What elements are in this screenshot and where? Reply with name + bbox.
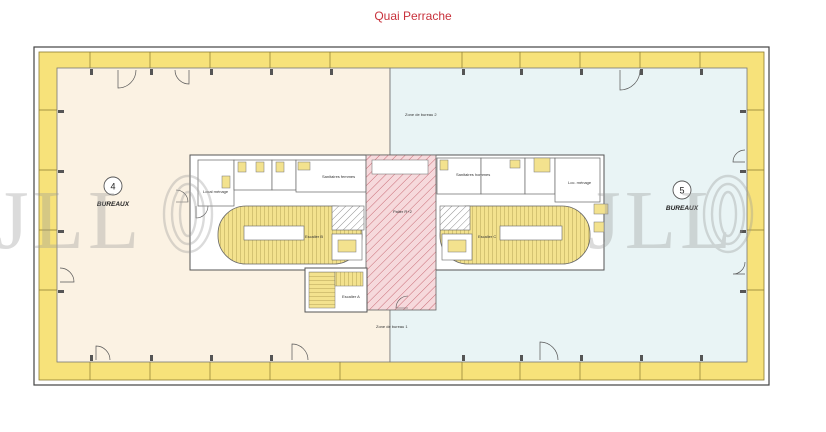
zone-left-number: 4 — [110, 182, 115, 192]
watermark-seal-left — [162, 174, 214, 254]
watermark-seal-right — [702, 174, 754, 254]
street-label: Quai Perrache — [374, 9, 452, 23]
window-marks — [58, 69, 746, 361]
watermark: JLL JLL — [0, 174, 754, 267]
label-sanitaires-right: Sanitaires hommes — [456, 172, 490, 177]
label-zone-bureau-1: Zone de bureau 1 — [376, 324, 408, 329]
label-local-menage-right: Loc. ménage — [568, 180, 592, 185]
label-zone-bureau-2: Zone de bureau 2 — [405, 112, 437, 117]
label-sanitaires-left: Sanitaires femmes — [322, 174, 355, 179]
zone-left-badge — [103, 176, 123, 196]
label-escalier-a: Escalier A — [342, 294, 360, 299]
label-escalier-c: Escalier C — [478, 234, 496, 239]
label-escalier-b: Escalier B — [305, 234, 323, 239]
zone-left-name: BUREAUX — [97, 201, 130, 208]
label-local-menage-left: Local ménage — [203, 189, 229, 194]
watermark-left: JLL — [0, 174, 143, 267]
zone-right-badge — [672, 180, 692, 200]
watermark-right: JLL — [588, 174, 735, 267]
door-swings — [59, 69, 746, 361]
zone-right-number: 5 — [679, 186, 684, 196]
facade-mullions — [39, 52, 764, 380]
central-core — [175, 154, 609, 313]
label-palier: Palier R+2 — [393, 209, 413, 214]
zone-right-name: BUREAUX — [666, 205, 699, 212]
